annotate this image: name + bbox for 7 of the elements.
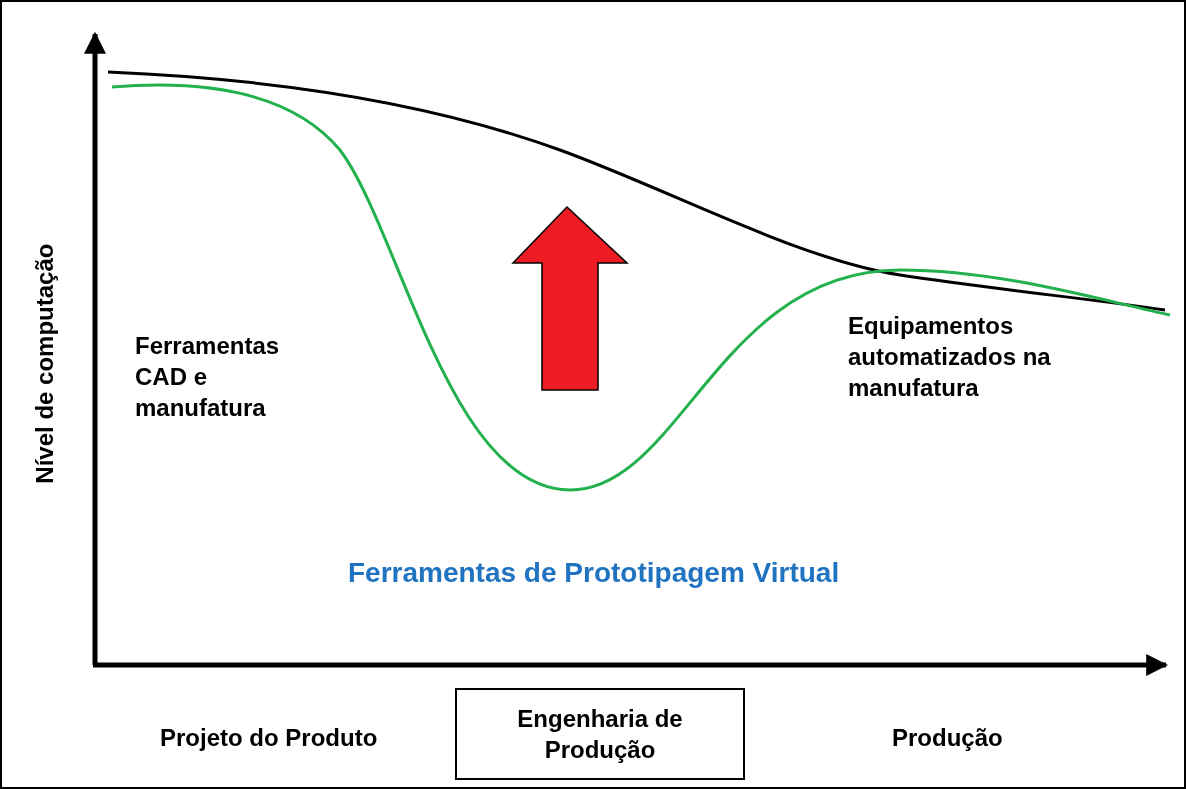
- curve-annotation: Equipamentos automatizados na manufatura: [848, 311, 1052, 404]
- chart-annotation: Ferramentas de Prototipagem Virtual: [348, 556, 841, 590]
- phase-box: Engenharia de Produção: [455, 688, 745, 780]
- curve-annotation: Ferramentas CAD e manufatura: [135, 331, 281, 424]
- phase-label: Produção: [892, 723, 1004, 753]
- phase-label: Projeto do Produto: [160, 723, 379, 753]
- axis-title: Nível de computação: [30, 242, 60, 486]
